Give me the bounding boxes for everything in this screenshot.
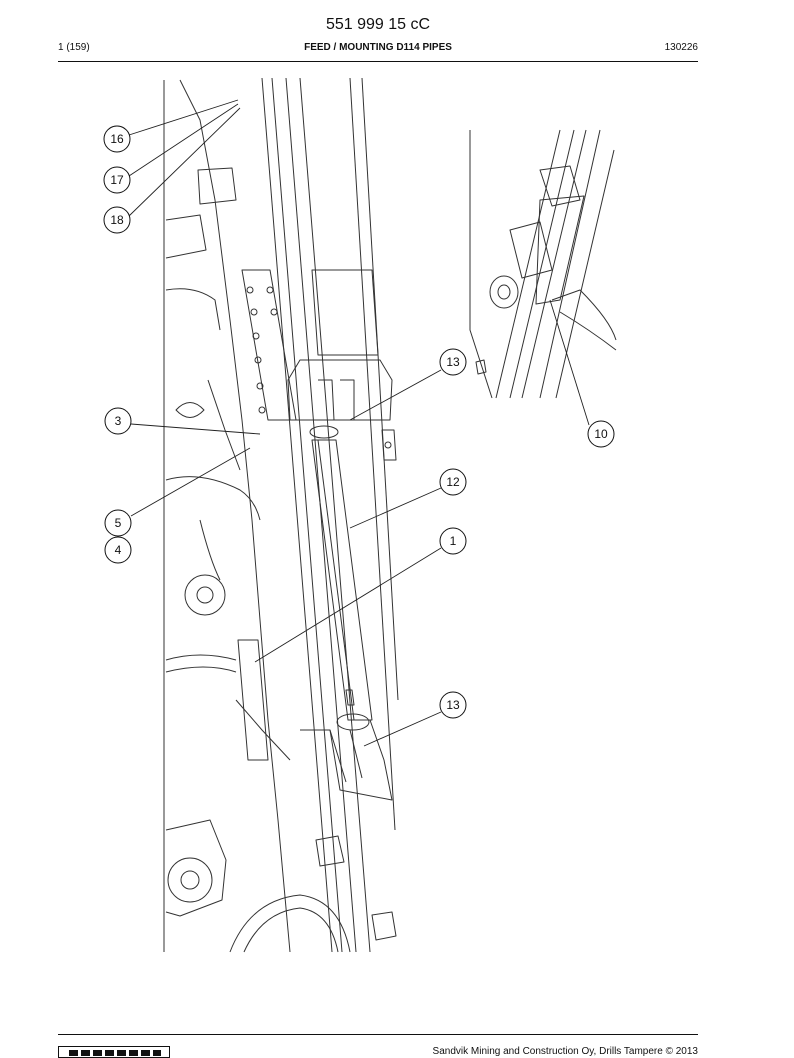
document-number: 551 999 15 cC — [325, 16, 431, 33]
main-assembly-view — [163, 77, 399, 953]
callout-label: 10 — [594, 427, 608, 441]
footer-copyright: Sandvik Mining and Construction Oy, Dril… — [432, 1046, 698, 1057]
callout-label: 13 — [446, 355, 460, 369]
callout-label: 17 — [110, 173, 124, 187]
callout-label: 16 — [110, 132, 124, 146]
sandvik-logo — [58, 1046, 170, 1058]
callout-label: 12 — [446, 475, 460, 489]
detail-view — [469, 129, 617, 399]
page-count: 1 (159) — [58, 42, 90, 53]
callout-label: 18 — [110, 213, 124, 227]
leader-lines — [128, 99, 590, 747]
callout-label: 1 — [450, 534, 457, 548]
footer-rule — [58, 1034, 698, 1035]
callout-label: 5 — [115, 516, 122, 530]
date-code: 130226 — [664, 42, 698, 53]
callout-bubbles — [103, 125, 615, 719]
section-title: FEED / MOUNTING D114 PIPES — [304, 42, 452, 53]
callout-label: 3 — [115, 414, 122, 428]
callout-label: 13 — [446, 698, 460, 712]
callout-label: 4 — [115, 543, 122, 557]
header-rule — [58, 61, 698, 62]
